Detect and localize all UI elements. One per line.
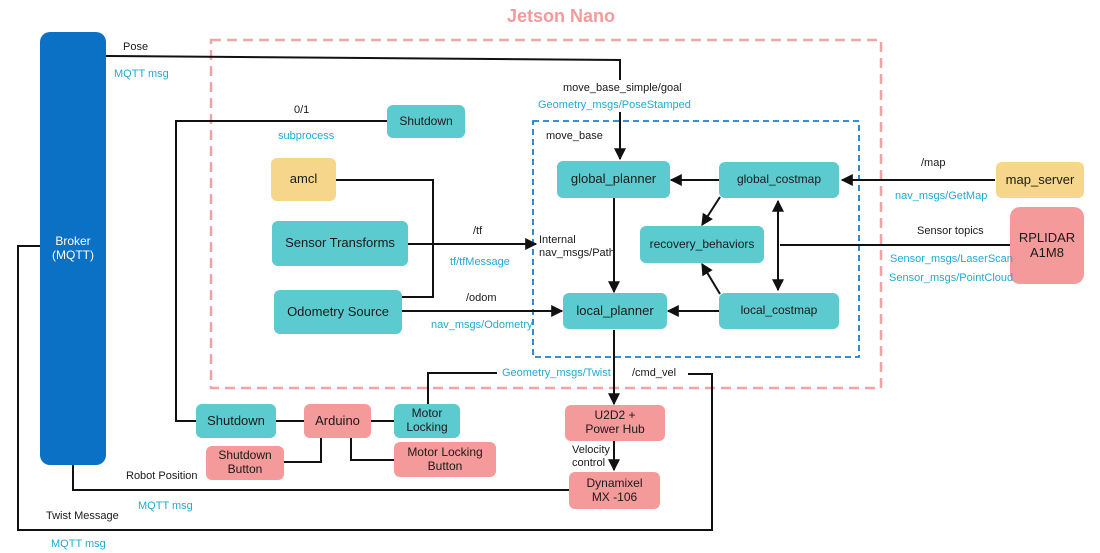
motor-locking-node: Motor Locking <box>394 404 460 438</box>
robot-position-line <box>72 465 569 491</box>
geometry-twist-label: Geometry_msgs/Twist <box>502 367 611 379</box>
jetson-nano-boundary <box>209 38 883 390</box>
mqtt-msg-label-top: MQTT msg <box>114 68 169 80</box>
move-base-label: move_base <box>546 130 603 142</box>
zero-one-label: 0/1 <box>294 104 310 116</box>
mqtt-msg-label-bottom: MQTT msg <box>51 538 106 550</box>
mqtt-msg-label-mid: MQTT msg <box>138 500 193 512</box>
sensor-transforms-node: Sensor Transforms <box>272 221 408 266</box>
subprocess-label: subprocess <box>278 130 335 142</box>
pose-label: Pose <box>123 41 149 53</box>
internal-path-label: Internal nav_msgs/Path <box>539 234 615 259</box>
cmd-vel-label: /cmd_vel <box>632 367 677 379</box>
map-label: /map <box>921 157 946 169</box>
shutdown-subprocess-line <box>175 120 387 422</box>
u2d2-power-hub-node: U2D2 + Power Hub <box>565 405 665 441</box>
shutdown-top-node: Shutdown <box>387 105 465 138</box>
nav-msgs-odometry-label: nav_msgs/Odometry <box>431 319 533 331</box>
move-base-simple-goal-label: move_base_simple/goal <box>563 82 682 94</box>
shutdown-button-node: Shutdown Button <box>206 446 284 480</box>
amcl-tf-line <box>336 179 434 298</box>
pointcloud-label: Sensor_msgs/PointCloud <box>889 272 1014 284</box>
arduino-node: Arduino <box>304 404 371 438</box>
arduino-shutdownbtn-line <box>284 438 322 463</box>
motor-locking-button-node: Motor Locking Button <box>394 442 496 477</box>
velocity-control-label: Velocity control <box>572 444 610 469</box>
nav-msgs-getmap-label: nav_msgs/GetMap <box>895 190 988 202</box>
odometry-source-node: Odometry Source <box>274 290 402 334</box>
map-server-node: map_server <box>996 162 1084 198</box>
rplidar-node: RPLIDAR A1M8 <box>1010 207 1084 284</box>
jetson-nano-title: Jetson Nano <box>507 6 616 26</box>
global-costmap-node: global_costmap <box>719 162 839 198</box>
cmd-vel-to-broker-line <box>17 245 713 531</box>
broker-mqtt: Broker (MQTT) <box>40 32 106 465</box>
laserscan-label: Sensor_msgs/LaserScan <box>890 253 1013 265</box>
tf-label: /tf <box>473 225 483 237</box>
lcostmap-to-recovery <box>701 262 721 295</box>
arduino-motorlockbtn-line <box>350 438 394 461</box>
amcl-node: amcl <box>271 158 336 201</box>
sensor-topics-label: Sensor topics <box>917 225 984 237</box>
local-costmap-node: local_costmap <box>719 293 839 329</box>
dynamixel-node: Dynamixel MX -106 <box>569 472 660 509</box>
gcostmap-to-recovery <box>701 196 721 227</box>
local-planner-node: local_planner <box>563 293 667 329</box>
twist-to-motor-locking <box>427 372 497 404</box>
global-planner-node: global_planner <box>557 161 670 198</box>
pose-line <box>105 55 621 80</box>
odom-label: /odom <box>466 292 497 304</box>
twist-message-label: Twist Message <box>46 510 119 522</box>
robot-position-label: Robot Position <box>126 470 198 482</box>
tf-message-label: tf/tfMessage <box>450 256 510 268</box>
shutdown-bottom-node: Shutdown <box>196 404 276 438</box>
geometry-posestamped-label: Geometry_msgs/PoseStamped <box>538 99 691 111</box>
recovery-behaviors-node: recovery_behaviors <box>640 226 764 263</box>
